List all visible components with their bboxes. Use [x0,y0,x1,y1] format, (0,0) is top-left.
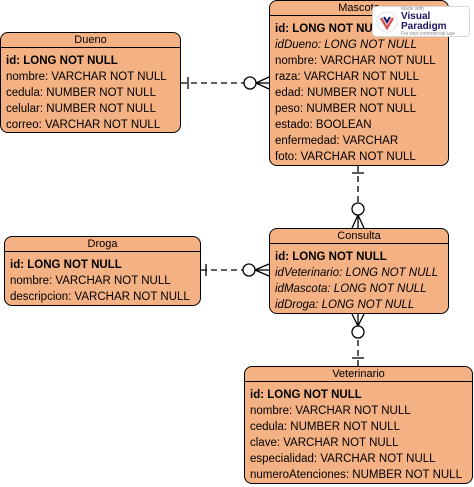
attribute-id: id: LONG NOT NULL [6,55,118,67]
attribute-descripcion: descripcion: VARCHAR NOT NULL [10,291,190,303]
attribute-id: id: LONG NOT NULL [275,251,387,263]
attribute-id: id: LONG NOT NULL [275,23,387,35]
entity-title: Droga [5,237,200,252]
attribute-estado: estado: BOOLEAN [275,119,372,131]
attribute-enfermedad: enfermedad: VARCHAR [275,135,399,147]
attribute-nombre: nombre: VARCHAR NOT NULL [6,71,167,83]
attribute-numero-atenciones: numeroAtenciones: NUMBER NOT NULL [250,469,462,481]
entity-veterinario[interactable]: Veterinario id: LONG NOT NULL nombre: VA… [244,366,473,484]
visual-paradigm-logo-icon [376,11,398,33]
relation-veterinario-consulta [351,313,365,366]
attribute-id-mascota: idMascota: LONG NOT NULL [275,283,427,295]
attribute-id-dueno: idDueno: LONG NOT NULL [275,39,417,51]
attribute-raza: raza: VARCHAR NOT NULL [275,71,419,83]
attribute-id: id: LONG NOT NULL [250,389,362,401]
entity-consulta[interactable]: Consulta id: LONG NOT NULL idVeterinario… [269,228,449,314]
attribute-clave: clave: VARCHAR NOT NULL [250,437,399,449]
attribute-cedula: cedula: NUMBER NOT NULL [250,421,400,433]
relation-droga-consulta [201,263,270,277]
entity-dueno[interactable]: Dueno id: LONG NOT NULL nombre: VARCHAR … [0,32,181,133]
attribute-id: id: LONG NOT NULL [10,259,122,271]
attribute-foto: foto: VARCHAR NOT NULL [275,151,416,163]
watermark-badge: Made with Visual Paradigm For non-commer… [372,6,470,37]
attribute-cedula: cedula: NUMBER NOT NULL [6,87,156,99]
attribute-correo: correo: VARCHAR NOT NULL [6,119,161,131]
attribute-peso: peso: NUMBER NOT NULL [275,103,417,115]
watermark-brand: Visual Paradigm [401,10,447,32]
relation-mascota-consulta [351,166,365,229]
attribute-especialidad: especialidad: VARCHAR NOT NULL [250,453,436,465]
attribute-nombre: nombre: VARCHAR NOT NULL [10,275,171,287]
watermark-made-with: Made with [401,5,424,12]
entity-title: Mascota [270,1,448,16]
attribute-nombre: nombre: VARCHAR NOT NULL [275,55,436,67]
attribute-id-veterinario: idVeterinario: LONG NOT NULL [275,267,439,279]
entity-title: Veterinario [245,367,472,382]
entity-title: Consulta [270,229,448,244]
attribute-celular: celular: NUMBER NOT NULL [6,103,156,115]
entity-droga[interactable]: Droga id: LONG NOT NULL nombre: VARCHAR … [4,236,201,306]
relation-dueno-mascota [181,76,270,90]
attribute-edad: edad: NUMBER NOT NULL [275,87,417,99]
entity-title: Dueno [1,33,180,48]
attribute-nombre: nombre: VARCHAR NOT NULL [250,405,411,417]
attribute-id-droga: idDroga: LONG NOT NULL [275,299,415,311]
entity-mascota[interactable]: Mascota id: LONG NOT NULL idDueno: LONG … [269,0,449,166]
watermark-note: For non-commercial use [401,30,455,37]
